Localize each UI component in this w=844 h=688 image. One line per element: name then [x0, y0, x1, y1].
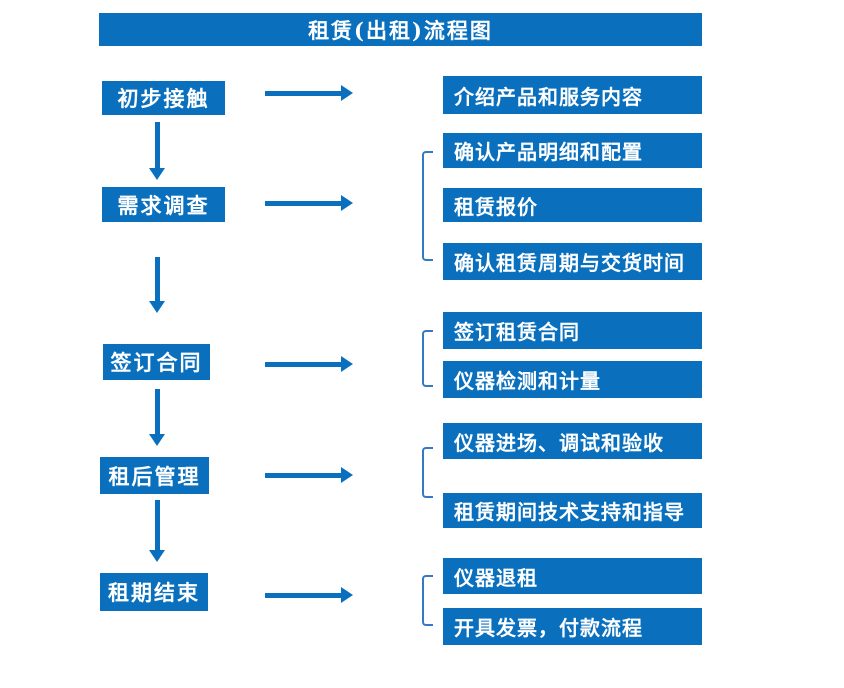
arrow-head — [341, 195, 353, 211]
arrow-head — [341, 356, 353, 372]
arrow-shaft — [154, 500, 160, 552]
arrow-head — [341, 85, 353, 101]
stage-box-post-rental-management: 租后管理 — [100, 457, 209, 494]
output-box-confirm-rental-period: 确认租赁周期与交货时间 — [443, 243, 702, 280]
down-arrow-3 — [149, 389, 165, 446]
group-bracket-4 — [422, 575, 433, 626]
output-box-confirm-product-details: 确认产品明细和配置 — [443, 133, 702, 168]
output-box-invoice-payment: 开具发票，付款流程 — [443, 608, 702, 645]
down-arrow-2 — [149, 257, 165, 313]
right-arrow-2 — [265, 195, 353, 211]
stage-box-demand-survey: 需求调查 — [102, 187, 225, 222]
output-box-rental-quotation: 租赁报价 — [443, 188, 702, 222]
right-arrow-1 — [265, 85, 353, 101]
stage-box-contract-signing: 签订合同 — [103, 344, 210, 380]
arrow-shaft — [154, 122, 160, 170]
output-box-technical-support: 租赁期间技术支持和指导 — [443, 493, 702, 528]
group-bracket-1 — [422, 151, 433, 261]
group-bracket-2 — [422, 330, 433, 387]
arrow-shaft — [265, 90, 342, 96]
stage-box-rental-end: 租期结束 — [100, 573, 208, 611]
right-arrow-3 — [265, 356, 353, 372]
output-box-instrument-return: 仪器退租 — [443, 558, 702, 594]
arrow-head — [149, 550, 165, 562]
arrow-head — [149, 168, 165, 180]
arrow-head — [149, 434, 165, 446]
output-box-sign-rental-contract: 签订租赁合同 — [443, 312, 702, 349]
output-box-introduce-products: 介绍产品和服务内容 — [443, 76, 702, 114]
group-bracket-3 — [422, 447, 433, 498]
stage-box-initial-contact: 初步接触 — [102, 81, 225, 115]
right-arrow-4 — [265, 467, 353, 483]
arrow-head — [149, 301, 165, 313]
arrow-head — [341, 587, 353, 603]
arrow-shaft — [265, 361, 342, 367]
arrow-shaft — [154, 389, 160, 436]
arrow-head — [341, 467, 353, 483]
arrow-shaft — [265, 592, 342, 598]
right-arrow-5 — [265, 587, 353, 603]
down-arrow-1 — [149, 122, 165, 180]
down-arrow-4 — [149, 500, 165, 562]
output-box-instrument-installation: 仪器进场、调试和验收 — [443, 423, 702, 459]
flowchart-title: 租赁(出租)流程图 — [99, 13, 702, 46]
arrow-shaft — [265, 472, 342, 478]
arrow-shaft — [154, 257, 160, 303]
arrow-shaft — [265, 200, 342, 206]
output-box-instrument-testing: 仪器检测和计量 — [443, 361, 702, 398]
